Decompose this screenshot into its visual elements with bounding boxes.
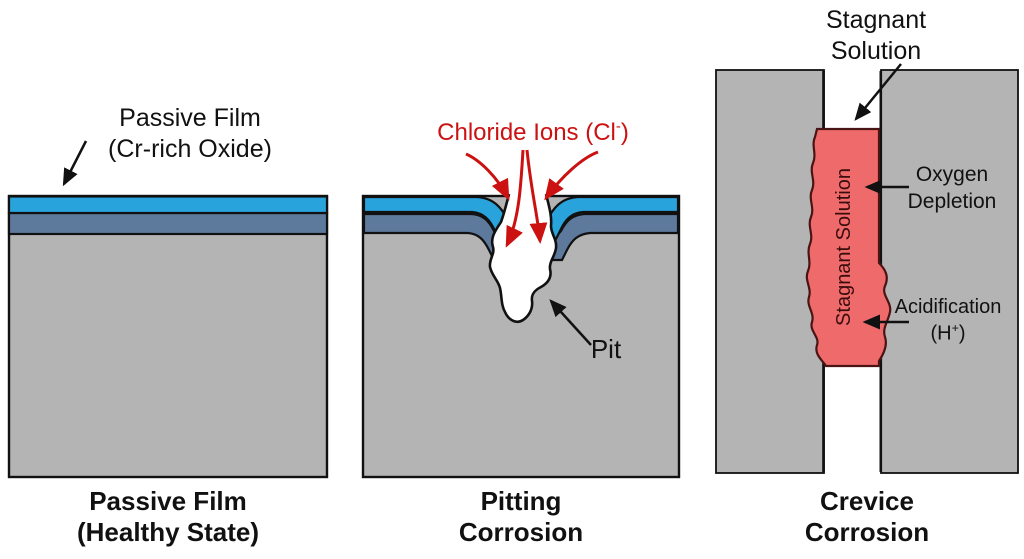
stagnant-label-line2: Solution: [830, 36, 922, 65]
chloride-arrow-center-left-icon: [505, 149, 525, 248]
chloride-ions-label: Chloride Ions (Cl-): [398, 118, 668, 147]
acid-h-close: ): [958, 322, 966, 345]
caption-passive-line2: (Healthy State): [76, 516, 260, 547]
chloride-arrow-left-icon: [465, 152, 510, 201]
caption-pitting-corrosion: Pitting Corrosion: [363, 486, 679, 547]
stagnant-label-line1: Stagnant: [825, 6, 927, 34]
caption-pitting-line2: Corrosion: [458, 516, 584, 547]
oxide-sublayer-healthy: [7, 211, 329, 236]
acid-h-superscript: +: [951, 320, 959, 335]
caption-crevice-line1: Crevice: [820, 486, 914, 516]
caption-passive-film: Passive Film (Healthy State): [9, 486, 327, 547]
panel-crevice-corrosion: [715, 63, 1019, 474]
passive-film-label-line2: (Cr-rich Oxide): [108, 134, 272, 163]
stagnant-solution-pointer-arrow-icon: [854, 63, 902, 121]
caption-crevice-corrosion: Crevice Corrosion: [716, 486, 1018, 547]
oxygen-label-line2: Depletion: [907, 189, 997, 213]
acidification-label: Acidification (H+): [878, 295, 1018, 347]
caption-crevice-line2: Corrosion: [804, 516, 930, 547]
chloride-label-superscript: -: [615, 119, 621, 135]
caption-pitting-line1: Pitting: [480, 486, 562, 516]
panel-pitting-corrosion: [361, 149, 681, 479]
acidification-label-line1: Acidification: [894, 296, 1002, 318]
passive-film-pointer-arrow-icon: [62, 140, 88, 187]
chloride-arrow-center-right-icon: [525, 149, 548, 244]
oxide-sublayer-pitting: [362, 212, 680, 262]
acid-h-text: (H: [930, 322, 952, 345]
stagnant-solution-vertical-text: Stagnant Solution: [833, 168, 855, 326]
pit-label: Pit: [590, 334, 622, 364]
oxygen-depletion-label: Oxygen Depletion: [882, 162, 1022, 216]
crevice-right-block: [880, 69, 1019, 474]
passive-film-top-label: Passive Film (Cr-rich Oxide): [55, 103, 325, 164]
stagnant-solution-top-label: Stagnant Solution: [791, 5, 961, 66]
chloride-arrow-right-icon: [544, 150, 599, 201]
acidification-label-line2: (H+): [878, 321, 1018, 347]
passive-film-label-line1: Passive Film: [119, 104, 261, 132]
chloride-label-close: ): [620, 119, 629, 146]
metal-block-healthy: [7, 194, 329, 479]
chloride-label-text: Chloride Ions (Cl: [437, 119, 616, 146]
pit-pointer-arrow-icon: [549, 299, 592, 346]
panel-passive-film: [7, 140, 329, 479]
oxygen-label-line1: Oxygen: [915, 163, 989, 186]
caption-passive-line1: Passive Film: [89, 486, 247, 516]
passive-film-layer-healthy: [7, 195, 329, 215]
